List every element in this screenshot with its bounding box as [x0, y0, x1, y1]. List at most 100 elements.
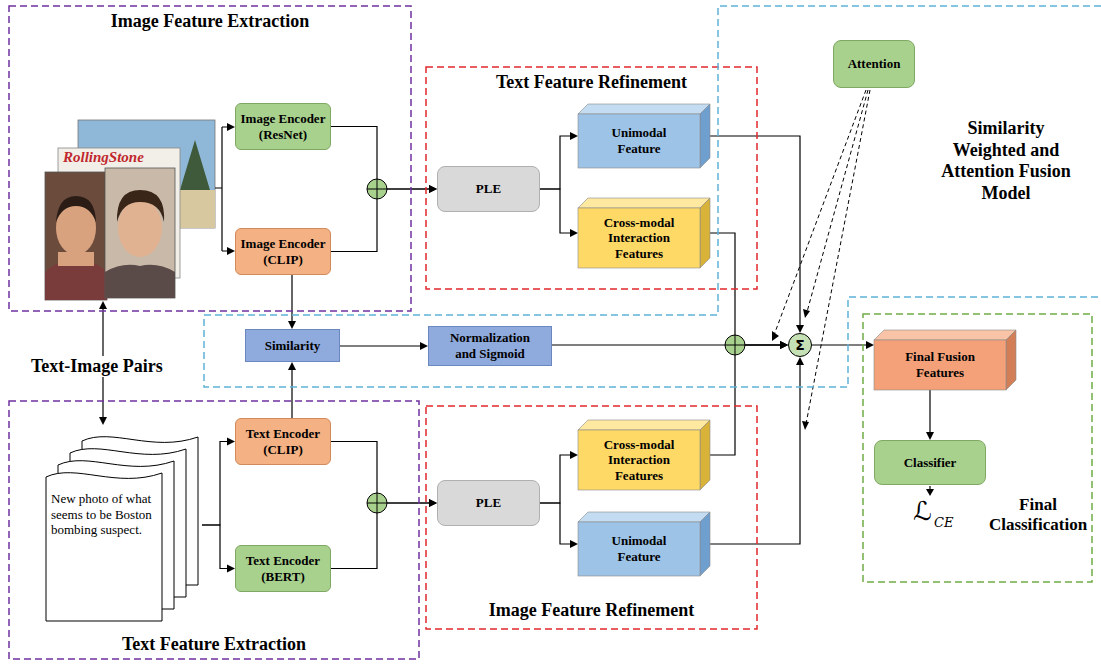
region-heading: Text Feature Refinement — [425, 72, 758, 94]
arrow-head — [227, 565, 235, 573]
connector — [540, 132, 578, 189]
document-stack: New photo of what seems to be Boston bom… — [42, 425, 202, 625]
connector — [340, 342, 428, 350]
encoder-box: Image Encoder (ResNet) — [235, 103, 331, 150]
arrow-head — [429, 499, 437, 507]
cube-side — [700, 512, 710, 576]
dashed-border — [426, 67, 757, 289]
extraction-region: Text Feature Extraction New photo of what… — [8, 400, 420, 660]
cube-top — [874, 330, 1016, 340]
arrow-head — [866, 341, 874, 349]
cube-face: Unimodal Feature — [578, 114, 700, 168]
cube-side — [1006, 330, 1016, 390]
arrow-head — [570, 132, 578, 140]
attention-box: Attention — [833, 40, 915, 88]
dashed-border — [9, 401, 419, 659]
arrow-head — [227, 438, 235, 446]
connector-line — [710, 363, 800, 544]
connector-line — [710, 136, 800, 327]
ple-box: PLE — [437, 166, 540, 212]
cube-top — [578, 104, 710, 114]
refinement-region: Text Feature RefinementPLE Unimodal Featu… — [425, 66, 758, 290]
connector-line — [340, 345, 422, 346]
box-label: Normalization and Sigmoid — [441, 330, 539, 361]
encoder-box: Image Encoder (CLIP) — [235, 228, 331, 275]
classifier-box: Classifier — [874, 440, 986, 485]
connector — [540, 503, 578, 548]
image-wires — [215, 127, 228, 251]
wire — [215, 127, 228, 251]
sum-circle: Σ — [788, 333, 812, 357]
cube-label: Final Fusion Features — [888, 349, 992, 380]
cube-front — [578, 114, 700, 168]
dashed-border — [863, 314, 1092, 582]
connector-line — [540, 503, 572, 544]
connector-line — [540, 136, 572, 189]
box-label: Image Encoder (ResNet) — [239, 111, 327, 142]
arrow-head — [570, 451, 578, 459]
cube-front — [874, 340, 1006, 390]
cube-face: Cross-modal Interaction Features — [578, 430, 700, 490]
connector — [202, 525, 235, 573]
connector — [710, 341, 788, 455]
attention-arrow — [774, 90, 866, 335]
box-label: Classifier — [878, 455, 982, 471]
cube-label: Cross-modal Interaction Features — [592, 215, 686, 262]
feature-cube: Cross-modal Interaction Features — [578, 198, 710, 268]
loss-subscript: CE — [934, 516, 953, 530]
cube-face: Unimodal Feature — [578, 522, 700, 576]
dashed-border — [9, 6, 411, 311]
ple-box: PLE — [437, 480, 540, 526]
connector-line — [331, 503, 431, 569]
box-label: PLE — [441, 181, 536, 197]
similarity-box: Similarity — [245, 329, 340, 362]
add-symbol — [725, 335, 745, 355]
cube-side — [700, 198, 710, 268]
box-label: Attention — [837, 56, 911, 72]
connector-line — [291, 275, 292, 323]
arrow-head — [796, 357, 804, 365]
logo-text: RollingStone — [63, 149, 144, 166]
connector-line — [540, 189, 572, 233]
hair — [56, 196, 96, 222]
refinement-region: Image Feature Refinement PLE Cross-modal I… — [425, 405, 758, 630]
connector-line — [812, 344, 868, 345]
arrow-head — [780, 341, 788, 349]
box-label: Similarity — [249, 338, 336, 354]
feature-cube: Cross-modal Interaction Features — [578, 420, 710, 490]
cube-top — [578, 420, 710, 430]
document-page — [46, 473, 162, 621]
cube-side — [700, 104, 710, 168]
region-heading: Text Feature Extraction — [8, 634, 420, 656]
feature-cube: Unimodal Feature — [578, 104, 710, 168]
arrow-head — [780, 341, 788, 349]
encoder-box: Text Encoder (CLIP) — [235, 418, 331, 465]
arrow-head — [420, 342, 428, 350]
shirt — [105, 265, 175, 298]
connector — [288, 362, 296, 418]
face — [118, 199, 162, 257]
arrow-head — [227, 123, 235, 131]
connector-line — [291, 368, 292, 418]
box-label: PLE — [441, 495, 536, 511]
encoder-box: Text Encoder (BERT) — [235, 545, 331, 592]
feature-cube: Unimodal Feature — [578, 512, 710, 576]
loss-symbol: ℒ — [913, 497, 932, 526]
add-circle — [367, 179, 387, 199]
connector — [540, 189, 578, 237]
region-heading: Image Feature Extraction — [8, 11, 412, 33]
normalization-box: Normalization and Sigmoid — [428, 326, 552, 366]
attention-arrows — [774, 90, 870, 424]
arrow-head — [288, 321, 296, 329]
box-label: Text Encoder (BERT) — [239, 553, 327, 584]
document-text: New photo of what seems to be Boston bom… — [51, 491, 157, 538]
cube-side — [700, 420, 710, 490]
arrow-head — [772, 331, 779, 341]
region-heading: Image Feature Refinement — [425, 600, 758, 622]
add-circle — [367, 493, 387, 513]
arrow-head — [227, 247, 235, 255]
connector-line — [540, 455, 572, 503]
cube-label: Cross-modal Interaction Features — [592, 437, 686, 484]
arrow-head — [99, 301, 107, 309]
connector-line — [710, 345, 782, 455]
